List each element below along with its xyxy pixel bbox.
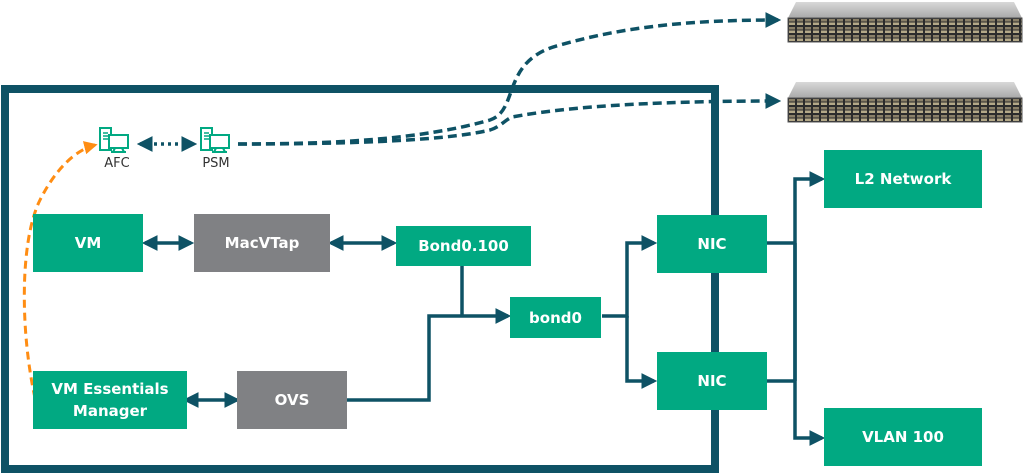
ovs-node-label: OVS	[274, 391, 310, 409]
nic-2-node-label: NIC	[697, 372, 727, 390]
psm-to-switch-1-link	[237, 12, 782, 146]
nic-1-node[interactable]: NIC	[657, 215, 767, 273]
bond0-node[interactable]: bond0	[510, 297, 601, 338]
afc-icon	[99, 127, 129, 153]
psm-to-switch-2-link	[237, 93, 782, 146]
vme-to-afc-link	[22, 141, 98, 399]
vm-node[interactable]: VM	[33, 214, 143, 272]
psm-icon	[200, 127, 230, 153]
vm-essentials-manager-label-line1: VM Essentials	[51, 380, 169, 398]
bond0-to-nic1-link	[602, 235, 658, 318]
ovs-node[interactable]: OVS	[237, 371, 347, 429]
host-boundary	[1, 85, 719, 473]
bond0-100-node[interactable]: Bond0.100	[396, 226, 531, 266]
nic-1-node-label: NIC	[697, 235, 727, 253]
network-switch-2-icon	[787, 82, 1023, 123]
vm-essentials-manager-label-line2: Manager	[72, 402, 148, 420]
network-switch-1-icon	[787, 2, 1023, 43]
to-vlan100-link	[793, 243, 826, 446]
vlan-100-node[interactable]: VLAN 100	[824, 408, 982, 466]
psm-label: PSM	[202, 156, 230, 171]
macvtap-node[interactable]: MacVTap	[194, 214, 330, 272]
bond0-100-node-label: Bond0.100	[418, 237, 509, 255]
vm-node-label: VM	[74, 234, 102, 252]
l2-network-node-label: L2 Network	[854, 170, 952, 188]
bond0-node-label: bond0	[529, 308, 582, 327]
l2-network-node[interactable]: L2 Network	[824, 150, 982, 208]
nic-2-node[interactable]: NIC	[657, 352, 767, 410]
macvtap-node-label: MacVTap	[224, 234, 300, 252]
to-l2-network-link	[793, 171, 826, 381]
afc-label: AFC	[104, 156, 130, 171]
vlan-100-node-label: VLAN 100	[862, 428, 944, 446]
ovs-to-bond0-link	[347, 308, 512, 402]
vm-essentials-manager-node[interactable]: VM Essentials Manager	[33, 371, 187, 429]
bond0-to-nic2-link	[625, 316, 658, 389]
